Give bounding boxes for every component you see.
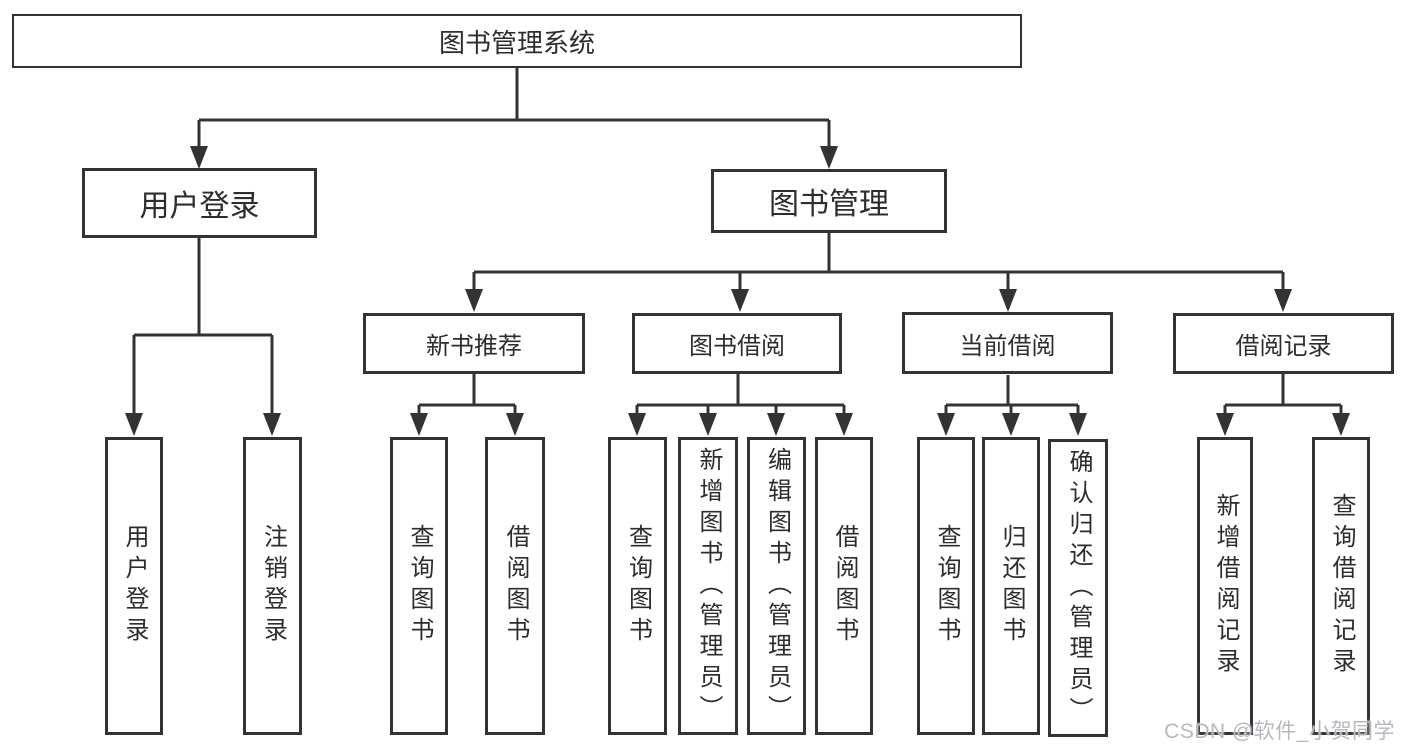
leaf-label: 新增借阅记录 [1212, 493, 1239, 679]
leaf-query-borrow-record: 查询借阅记录 [1312, 437, 1370, 735]
leaf-label: 查询图书 [406, 524, 433, 648]
leaf-label: 借阅图书 [502, 524, 529, 648]
leaf-query-books-current: 查询图书 [917, 437, 975, 735]
leaf-logout: 注销登录 [243, 437, 302, 735]
connector-root [190, 68, 838, 169]
node-label: 图书借阅 [689, 333, 785, 360]
node-library-management-system: 图书管理系统 [12, 14, 1022, 68]
node-label: 图书管理 [769, 188, 889, 221]
leaf-query-books-borrowing: 查询图书 [608, 437, 667, 735]
node-borrowing-records: 借阅记录 [1173, 313, 1394, 374]
leaf-return-books: 归还图书 [982, 437, 1040, 735]
node-user-login: 用户登录 [82, 168, 317, 238]
node-label: 新书推荐 [426, 333, 522, 360]
connector-current-borrowing [937, 375, 1087, 436]
connector-borrowing-records [1216, 374, 1350, 436]
node-current-borrowing: 当前借阅 [902, 312, 1113, 374]
leaf-edit-book-admin: 编辑图书（管理员） [747, 437, 806, 735]
node-book-management: 图书管理 [711, 169, 947, 233]
leaf-add-borrow-record: 新增借阅记录 [1197, 437, 1253, 735]
leaf-label: 查询借阅记录 [1328, 493, 1355, 679]
leaf-borrow-books: 借阅图书 [815, 437, 873, 735]
node-book-borrowing: 图书借阅 [632, 313, 842, 374]
csdn-watermark: CSDN @软件_小贺同学 [1164, 720, 1395, 743]
node-label: 借阅记录 [1235, 333, 1332, 360]
leaf-label: 编辑图书（管理员） [763, 446, 791, 726]
node-label: 用户登录 [139, 190, 260, 223]
leaf-add-book-admin: 新增图书（管理员） [678, 437, 738, 735]
connector-new-book-recommend [410, 374, 524, 436]
leaf-label: 归还图书 [998, 524, 1025, 648]
leaf-borrow-books-recommend: 借阅图书 [485, 437, 545, 735]
node-label: 当前借阅 [959, 332, 1056, 360]
leaf-label: 借阅图书 [831, 524, 858, 648]
node-new-book-recommend: 新书推荐 [363, 313, 585, 374]
leaf-label: 注销登录 [259, 524, 287, 648]
leaf-confirm-return-admin: 确认归还（管理员） [1048, 439, 1108, 737]
connector-user-login [125, 238, 281, 436]
leaf-label: 查询图书 [624, 524, 652, 648]
leaf-label: 新增图书（管理员） [695, 446, 722, 726]
leaf-label: 确认归还（管理员） [1065, 448, 1092, 728]
leaf-label: 查询图书 [933, 524, 960, 648]
leaf-query-books-recommend: 查询图书 [390, 437, 448, 735]
leaf-user-login: 用户登录 [105, 437, 163, 735]
leaf-label: 用户登录 [121, 524, 148, 648]
node-label: 图书管理系统 [438, 27, 595, 58]
connector-book-management [465, 232, 1292, 312]
connector-book-borrowing [628, 374, 853, 436]
